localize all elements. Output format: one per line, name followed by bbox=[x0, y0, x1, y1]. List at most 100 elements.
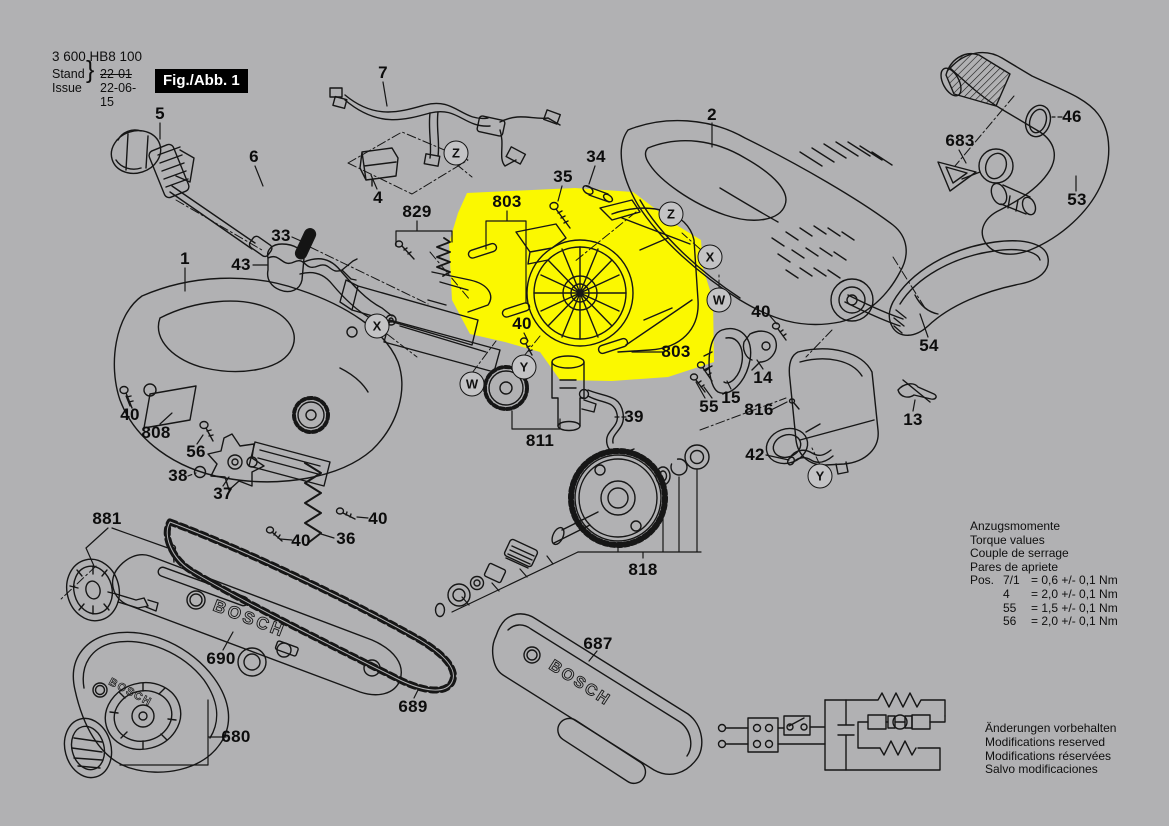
part-label-53: 53 bbox=[1067, 190, 1087, 209]
view-marker-Y: Y bbox=[807, 463, 833, 489]
torque-values-block: Anzugsmomente Torque values Couple de se… bbox=[970, 519, 1160, 629]
part-829-brake-bracket bbox=[339, 237, 501, 373]
stand-row: Stand } 22-01 bbox=[52, 58, 142, 83]
title-block: 3 600 HB8 100 Stand } 22-01 Issue 22-06-… bbox=[52, 49, 143, 110]
part-687-chain-guard bbox=[491, 613, 703, 785]
part-40-screw-d bbox=[771, 322, 787, 341]
part-label-40: 40 bbox=[751, 302, 771, 321]
part-label-40: 40 bbox=[368, 509, 388, 528]
part-label-13: 13 bbox=[903, 410, 923, 429]
part-label-56: 56 bbox=[186, 442, 206, 461]
part-818-gear-assembly bbox=[434, 444, 710, 618]
part-683-oil-cap bbox=[937, 148, 1014, 192]
torque-row: 4 = 2,0 +/- 0,1 Nm bbox=[970, 586, 1160, 602]
part-label-6: 6 bbox=[249, 147, 259, 166]
part-label-2: 2 bbox=[707, 105, 717, 124]
part-14-clamp bbox=[742, 330, 777, 371]
part-label-34: 34 bbox=[586, 147, 606, 166]
part-label-818: 818 bbox=[628, 560, 658, 579]
part-1-housing-cover bbox=[113, 277, 403, 487]
stand-value: 22-01 bbox=[100, 67, 132, 81]
part-label-38: 38 bbox=[168, 466, 188, 485]
part-35-screw bbox=[549, 201, 571, 229]
part-label-40: 40 bbox=[512, 314, 532, 333]
cover-brand-text: BOSCH bbox=[107, 676, 154, 709]
part-label-881: 881 bbox=[92, 509, 122, 528]
part-label-14: 14 bbox=[753, 368, 773, 387]
part-label-36: 36 bbox=[336, 529, 356, 548]
note-es: Salvo modificaciones bbox=[985, 762, 1098, 777]
part-33-spring bbox=[294, 228, 317, 260]
issue-value: 22-06-15 bbox=[100, 81, 137, 109]
part-label-35: 35 bbox=[553, 167, 573, 186]
part-803-motor-assembly bbox=[515, 199, 699, 353]
issue-label: Issue bbox=[52, 81, 82, 95]
part-816-oil-tank bbox=[765, 348, 879, 475]
part-4-switch bbox=[359, 147, 399, 187]
part-label-683: 683 bbox=[945, 131, 975, 150]
torque-pos: 56 bbox=[1003, 614, 1017, 629]
torque-heading-fr: Couple de serrage bbox=[970, 546, 1069, 561]
leader-lines bbox=[85, 81, 1077, 766]
torque-row: 55 = 1,5 +/- 0,1 Nm bbox=[970, 600, 1160, 616]
view-marker-X: X bbox=[364, 313, 390, 339]
view-marker-W: W bbox=[706, 287, 732, 313]
document-part-number: 3 600 HB8 100 bbox=[52, 49, 143, 64]
part-label-689: 689 bbox=[398, 697, 428, 716]
part-label-43: 43 bbox=[231, 255, 251, 274]
part-56-screw bbox=[199, 420, 214, 442]
torque-heading-en: Torque values bbox=[970, 532, 1045, 547]
part-label-54: 54 bbox=[919, 336, 939, 355]
note-fr: Modifications réservées bbox=[985, 748, 1112, 763]
part-40-screw-b bbox=[265, 526, 283, 542]
torque-value: = 1,5 +/- 0,1 Nm bbox=[1031, 600, 1118, 615]
torque-value: = 0,6 +/- 0,1 Nm bbox=[1031, 573, 1118, 588]
part-689-saw-chain bbox=[163, 518, 457, 694]
guard-brand-text: BOSCH bbox=[546, 657, 614, 710]
torque-heading-de: Anzugsmomente bbox=[970, 519, 1061, 533]
wiring-schematic bbox=[717, 692, 946, 771]
view-marker-Z: Z bbox=[658, 201, 684, 227]
torque-pos-label: Pos. bbox=[970, 573, 995, 588]
part-label-829: 829 bbox=[402, 202, 432, 221]
part-803-pins bbox=[467, 242, 629, 356]
torque-value: = 2,0 +/- 0,1 Nm bbox=[1031, 586, 1118, 601]
part-881-tension-sprocket bbox=[65, 558, 159, 622]
part-36-bumper-strip bbox=[304, 462, 322, 544]
part-label-33: 33 bbox=[271, 226, 291, 245]
part-label-680: 680 bbox=[221, 727, 251, 746]
view-marker-Z: Z bbox=[443, 140, 469, 166]
figure-number-badge: Fig./Abb. 1 bbox=[155, 69, 248, 93]
part-53-rear-handle bbox=[940, 51, 1110, 255]
part-label-687: 687 bbox=[583, 634, 613, 653]
part-808-label-plate bbox=[143, 385, 197, 429]
part-label-39: 39 bbox=[624, 407, 644, 426]
torque-pos: 7/1 bbox=[1003, 573, 1020, 588]
part-15-brake-band bbox=[703, 327, 752, 394]
part-label-808: 808 bbox=[141, 423, 171, 442]
part-label-42: 42 bbox=[745, 445, 765, 464]
part-40-screw-a bbox=[119, 385, 134, 409]
issue-row: Issue 22-06-15 bbox=[52, 81, 142, 109]
part-label-803: 803 bbox=[492, 192, 522, 211]
part-label-40: 40 bbox=[120, 405, 140, 424]
part-label-55: 55 bbox=[699, 397, 719, 416]
note-en: Modifications reserved bbox=[985, 734, 1106, 749]
part-label-690: 690 bbox=[206, 649, 236, 668]
part-680-sprocket-cover bbox=[63, 631, 292, 779]
part-43-lockout-button bbox=[266, 243, 397, 327]
part-6-cable bbox=[169, 185, 358, 281]
torque-row: Pos. 7/1 = 0,6 +/- 0,1 Nm bbox=[970, 574, 1160, 588]
part-label-7: 7 bbox=[378, 63, 388, 82]
part-37-sprocket bbox=[207, 433, 265, 491]
part-5-chain-tension-knob bbox=[110, 129, 195, 199]
part-54-hand-guard bbox=[888, 240, 1049, 336]
part-label-15: 15 bbox=[721, 388, 741, 407]
part-42-tube bbox=[787, 449, 834, 466]
torque-row: 56 = 2,0 +/- 0,1 Nm bbox=[970, 615, 1160, 629]
part-label-5: 5 bbox=[155, 104, 165, 123]
view-marker-Y: Y bbox=[511, 354, 537, 380]
torque-value: = 2,0 +/- 0,1 Nm bbox=[1031, 614, 1118, 629]
